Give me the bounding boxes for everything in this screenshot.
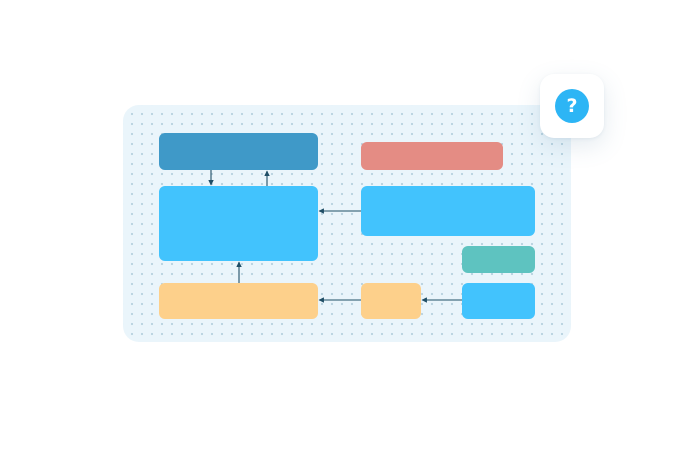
node-blue-right[interactable] — [361, 186, 535, 236]
node-orange-small[interactable] — [361, 283, 421, 319]
help-card: ? — [540, 74, 604, 138]
node-dark-blue-top[interactable] — [159, 133, 318, 170]
question-mark-icon[interactable]: ? — [555, 89, 589, 123]
node-blue-small-right[interactable] — [462, 283, 535, 319]
node-teal-right[interactable] — [462, 246, 535, 273]
node-blue-main[interactable] — [159, 186, 318, 261]
node-orange-bottom-left[interactable] — [159, 283, 318, 319]
node-salmon-top-right[interactable] — [361, 142, 503, 170]
